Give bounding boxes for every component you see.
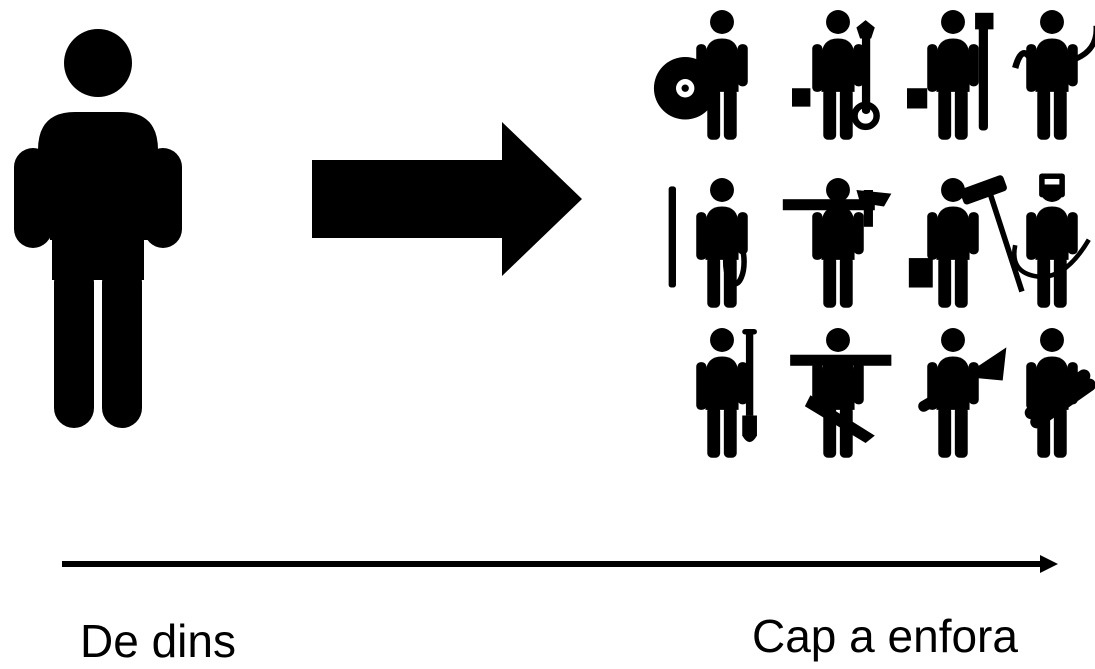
worker-screwdriver-icon	[668, 178, 748, 308]
worker-paint-roller-icon	[908, 175, 1025, 308]
right-arrow-icon	[312, 122, 582, 276]
worker-icon-grid	[653, 10, 1095, 458]
timeline-arrow	[62, 555, 1058, 573]
person-standing-icon	[14, 29, 182, 428]
worker-cable-icon	[1012, 10, 1095, 140]
end-label: Cap a enfora	[752, 610, 1018, 662]
worker-welder-icon	[1012, 173, 1091, 308]
worker-pipe-wrench-icon	[907, 10, 994, 140]
worker-pipes-icon	[1024, 328, 1095, 458]
worker-wrench-icon	[792, 10, 880, 140]
worker-megaphone-icon	[918, 328, 1007, 458]
worker-shovel-icon	[696, 328, 757, 458]
start-label: De dins	[80, 615, 236, 667]
worker-saw-icon	[790, 328, 892, 458]
worker-gear-icon	[653, 10, 748, 140]
worker-hammer-icon	[782, 178, 892, 308]
